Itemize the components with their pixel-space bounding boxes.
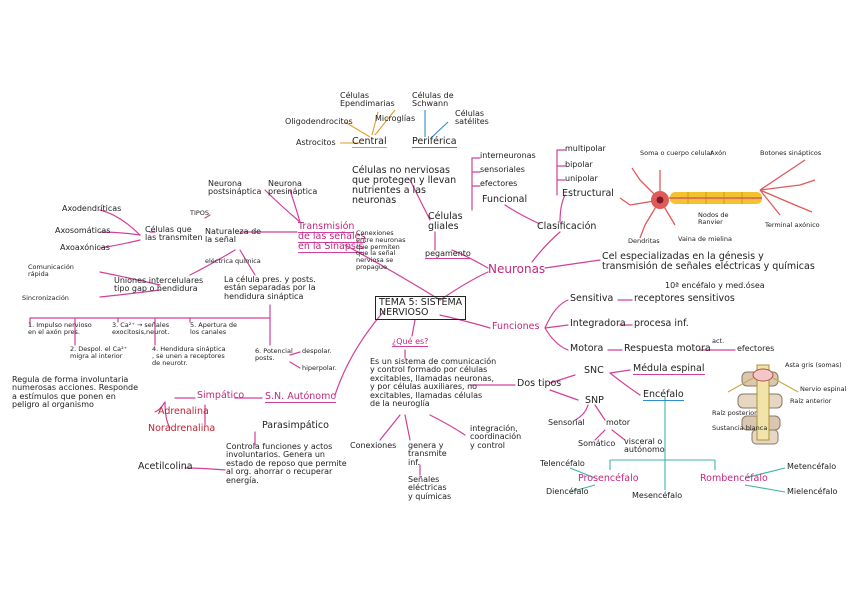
connections-generate: genera y transmite inf. — [408, 442, 447, 467]
neuron-interneurons: interneuronas — [480, 152, 536, 160]
synapse-step-2: 2. Despol. el Ca²⁺ migra al interior — [70, 346, 127, 360]
neuron-classification: Clasificación — [537, 222, 596, 232]
divisions-spinal: Médula espinal — [633, 364, 705, 374]
spine-label-white: Sustancia blanca — [712, 425, 767, 432]
synapse-types-label: TIPOS — [190, 210, 209, 217]
divisions-telencephalon: Telencéfalo — [540, 460, 585, 468]
divisions-myelencephalon: Mielencéfalo — [787, 488, 837, 496]
glia-glue: pegamento — [425, 250, 471, 259]
neurons-label: Neuronas — [488, 263, 545, 276]
neuron-unipolar: unipolar — [565, 175, 598, 183]
divisions-mesencephalon: Mesencéfalo — [632, 492, 682, 500]
neuron-label-dendrites: Dendritas — [628, 238, 660, 245]
center-title: TEMA 5: SISTEMA NERVIOSO — [375, 296, 466, 320]
autonomic-sympathetic-desc: Regula de forma involuntaria numerosas a… — [12, 376, 138, 410]
synapse-step-4: 4. Hendidura sináptica , se unen a recep… — [152, 346, 226, 366]
synapse-step-1: 1. Impulso nervioso en el axón pres. — [28, 322, 92, 336]
neuron-label-axon: Axón — [710, 150, 726, 157]
divisions-diencephalon: Diencéfalo — [546, 488, 589, 496]
spine-label-anterior: Raíz anterior — [790, 398, 831, 405]
synapse-axodendritic: Axodendríticas — [62, 205, 121, 213]
glia-astrocytes: Astrocitos — [296, 139, 336, 147]
glia-note: Células no nerviosas que protegen y llev… — [352, 166, 456, 206]
glia-schwann: Células de Schwann — [412, 92, 454, 109]
glia-ependymal: Células Ependimarias — [340, 92, 395, 109]
divisions-brain: Encéfalo — [643, 390, 684, 400]
glia-central: Central — [352, 137, 387, 148]
spine-label-nerve: Nervio espinal — [800, 386, 846, 393]
glia-satellite: Células satélites — [455, 110, 489, 127]
neuron-label-boutons: Botones sinápticos — [760, 150, 821, 157]
functions-label: Funciones — [492, 322, 539, 332]
synapse-outcome-depol: despolar. — [302, 348, 332, 355]
synapse-outcome-hyper: hiperpolar. — [302, 365, 337, 372]
center-question: ¿Qué es? — [392, 338, 428, 347]
neuron-functional: Funcional — [482, 195, 527, 205]
glia-peripheral: Periférica — [412, 137, 457, 148]
spinal-cord-illustration — [728, 365, 798, 444]
connections-label: Conexiones — [350, 442, 396, 450]
synapse-axoaxonic: Axoaxónicas — [60, 244, 110, 252]
autonomic-para-desc: Controla funciones y actos involuntarios… — [226, 443, 347, 485]
connections-integration: integración, coordinación y control — [470, 425, 521, 450]
function-motor: Motora — [570, 344, 603, 354]
synapse-neuron-pre: Neurona postsináptica — [208, 180, 261, 197]
connections-signals: Señales eléctricas y químicas — [408, 476, 451, 501]
autonomic-adrenaline: Adrenalina — [158, 407, 209, 417]
spine-label-gray: Asta gris (somas) — [785, 362, 842, 369]
autonomic-parasympathetic: Parasimpático — [262, 421, 329, 431]
function-integrative: Integradora — [570, 319, 626, 329]
neuron-label-terminal: Terminal axónico — [765, 222, 820, 229]
synapse-nature: Naturaleza de la señal — [205, 228, 261, 245]
definition-text: Es un sistema de comunicación y control … — [370, 358, 496, 408]
synapse-step-5: 5. Apertura de los canales — [190, 322, 237, 336]
divisions-motor: motor — [606, 419, 630, 427]
synapse-neuron-post: Neurona presináptica — [268, 180, 317, 197]
synapse-step-3: 3. Ca²⁺ → señales exocitosis,neurot. — [112, 322, 169, 336]
spine-label-posterior: Raíz posterior — [712, 410, 757, 417]
neuron-bipolar: bipolar — [565, 161, 593, 169]
autonomic-label: S.N. Autónomo — [265, 392, 336, 402]
function-motor-result: Respuesta motora — [624, 344, 711, 354]
divisions-visceral: visceral o autónomo — [624, 438, 665, 455]
neuron-label-soma: Soma o cuerpo celular — [640, 150, 713, 157]
divisions-label: Dos tipos — [517, 379, 561, 389]
synapse-step-6: 6. Potencial posts. — [255, 348, 293, 362]
divisions-sensorial: Sensorial — [548, 419, 585, 427]
function-sensitive: Sensitiva — [570, 294, 613, 304]
glia-label: Células gliales — [428, 212, 463, 232]
synapse-axosomatic: Axosomáticas — [55, 227, 110, 235]
neuron-multipolar: multipolar — [565, 145, 606, 153]
neuron-structural: Estructural — [562, 189, 614, 199]
divisions-somatic: Somático — [578, 440, 615, 448]
neuron-sensory: sensoriales — [480, 166, 525, 174]
synapse-gap-desc: Uniones intercelulares tipo gap o hendid… — [114, 277, 203, 294]
synapse-chemical: eléctrica química — [205, 258, 261, 265]
divisions-snp: SNP — [585, 396, 604, 406]
autonomic-noradrenaline: Noradrenalina — [148, 424, 215, 434]
autonomic-sympathetic: Simpático — [197, 391, 244, 401]
glia-oligodendrocytes: Oligodendrocitos — [285, 118, 353, 126]
synapse-synchronize: Sincronización — [22, 295, 69, 302]
function-effectors-note: act. — [712, 338, 724, 345]
synapse-cleft-desc: La célula pres. y posts. están separadas… — [224, 276, 316, 301]
neuron-function-desc: Cel especializadas en la génesis y trans… — [602, 252, 815, 272]
synapse-note: Conexiones entre neuronas que permiten q… — [356, 230, 406, 271]
function-sensitive-result: receptores sensitivos — [634, 294, 735, 304]
function-effectors: efectores — [737, 345, 774, 353]
synapse-comm-fast: Comunicación rápida — [28, 264, 74, 278]
divisions-metencephalon: Metencéfalo — [787, 463, 836, 471]
divisions-rhombencephalon: Rombencéfalo — [700, 474, 768, 484]
neuron-label-myelin: Vaina de mielina — [678, 236, 732, 243]
function-integrative-result: procesa inf. — [634, 319, 689, 329]
glia-microglia: Microglías — [375, 115, 415, 123]
divisions-snc: SNC — [584, 366, 604, 376]
function-sensitive-note: 10ª encéfalo y med.ósea — [665, 282, 765, 290]
autonomic-acetylcholine: Acetilcolina — [138, 462, 193, 472]
neuron-label-ranvier: Nodos de Ranvier — [698, 212, 729, 226]
neuron-effectors: efectores — [480, 180, 517, 188]
synapse-cells-transmit: Células que las transmiten — [145, 226, 203, 243]
divisions-prosencephalon: Prosencéfalo — [578, 474, 639, 484]
